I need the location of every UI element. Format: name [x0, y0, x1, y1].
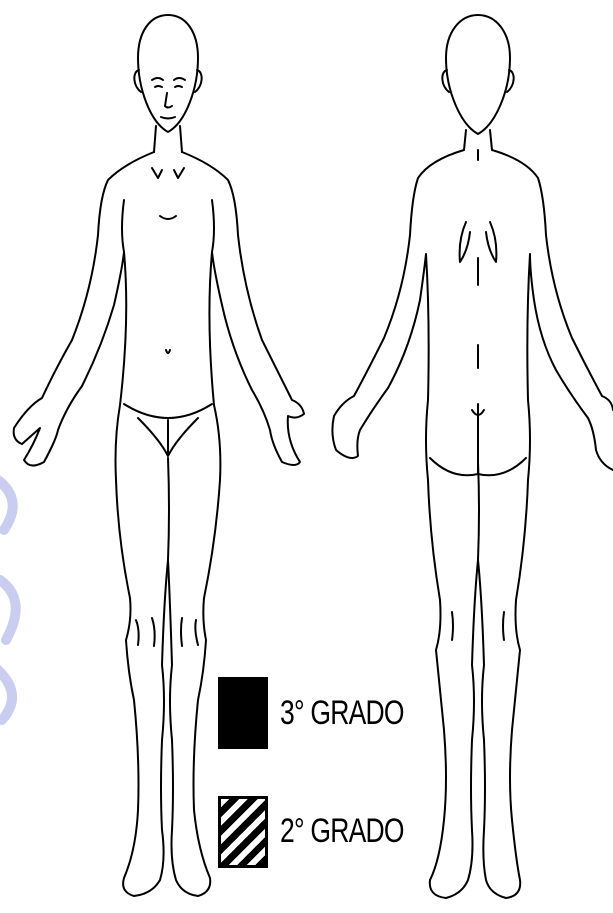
third-degree-label: 3° GRADO [280, 694, 404, 733]
body-back-icon [332, 15, 613, 898]
body-front-icon [14, 15, 304, 896]
third-degree-swatch [218, 677, 268, 749]
second-degree-label: 2° GRADO [280, 812, 404, 851]
second-degree-swatch [218, 796, 268, 868]
